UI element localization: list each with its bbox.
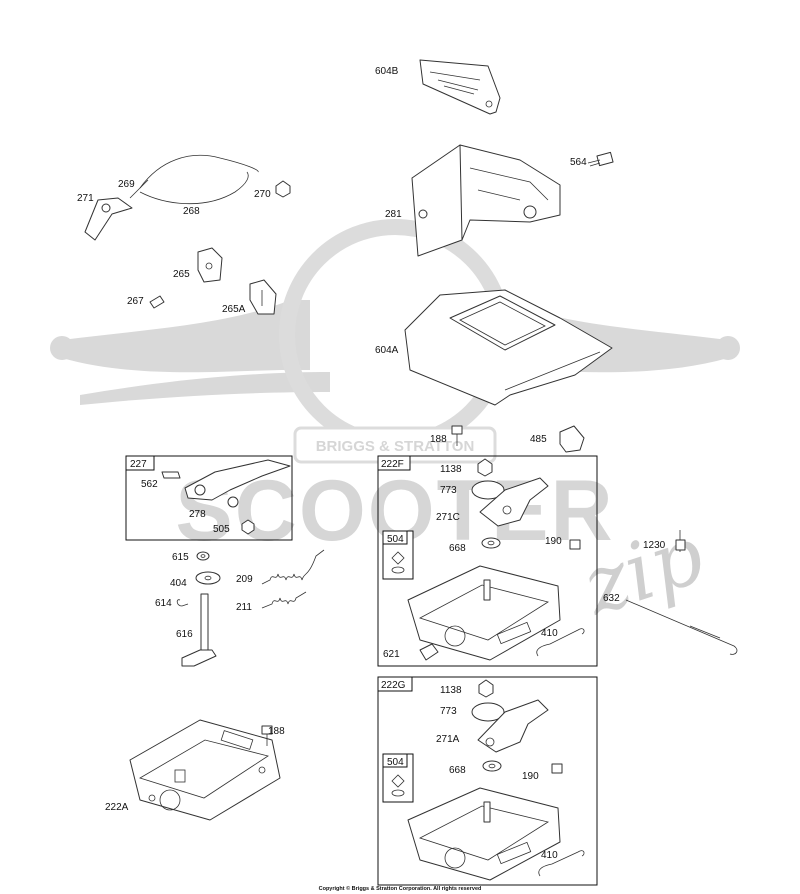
label-614: 614 xyxy=(155,598,172,609)
label-271C: 271C xyxy=(436,512,460,523)
label-485: 485 xyxy=(530,434,547,445)
label-190-G: 190 xyxy=(522,771,539,782)
group-227 xyxy=(125,455,293,541)
label-410-F: 410 xyxy=(541,628,558,639)
part-222A-base xyxy=(129,719,281,821)
label-188-top: 188 xyxy=(430,434,447,445)
label-1138-F: 1138 xyxy=(440,464,462,475)
part-485-bracket xyxy=(559,425,585,453)
label-209: 209 xyxy=(236,574,253,585)
part-267-screw xyxy=(149,295,165,309)
label-222A: 222A xyxy=(105,802,129,813)
box-label-504-G: 504 xyxy=(387,757,404,768)
label-1138-G: 1138 xyxy=(440,685,462,696)
label-267: 267 xyxy=(127,296,144,307)
part-270-nut xyxy=(275,180,291,198)
part-265A-clip xyxy=(249,279,277,315)
label-604A: 604A xyxy=(375,345,399,356)
label-265: 265 xyxy=(173,269,190,280)
label-564: 564 xyxy=(570,157,587,168)
label-281: 281 xyxy=(385,209,402,220)
label-404: 404 xyxy=(170,578,187,589)
label-505: 505 xyxy=(213,524,230,535)
part-188-bolt-lower xyxy=(261,725,273,746)
label-632: 632 xyxy=(603,593,620,604)
part-265-clip xyxy=(197,247,223,283)
part-209-spring xyxy=(261,549,325,585)
part-615-washer xyxy=(196,551,210,561)
label-668-F: 668 xyxy=(449,543,466,554)
watermark-brand: BRIGGS & STRATTON xyxy=(316,438,475,455)
group-222G xyxy=(377,676,598,886)
label-269: 269 xyxy=(118,179,135,190)
part-281-shroud xyxy=(411,144,561,257)
part-614-pin xyxy=(176,599,189,607)
part-271-lever xyxy=(84,197,133,241)
label-773-F: 773 xyxy=(440,485,457,496)
label-190-F: 190 xyxy=(545,536,562,547)
part-268-cable xyxy=(129,154,259,205)
label-615: 615 xyxy=(172,552,189,563)
part-564-screw xyxy=(587,151,614,167)
copyright-text: Copyright © Briggs & Stratton Corporatio… xyxy=(319,885,482,892)
part-604B-plate xyxy=(419,59,501,115)
part-604A-cover xyxy=(404,289,613,406)
part-616-shaft xyxy=(181,593,217,667)
label-604B: 604B xyxy=(375,66,399,77)
label-268: 268 xyxy=(183,206,200,217)
label-616: 616 xyxy=(176,629,193,640)
box-label-222G: 222G xyxy=(381,680,406,691)
group-222F xyxy=(377,455,598,667)
part-404-washer xyxy=(195,571,221,585)
label-278: 278 xyxy=(189,509,206,520)
label-270: 270 xyxy=(254,189,271,200)
label-773-G: 773 xyxy=(440,706,457,717)
label-188-lower: 188 xyxy=(268,726,285,737)
part-632-rod xyxy=(625,599,738,655)
box-label-222F: 222F xyxy=(381,459,404,470)
part-211-spring xyxy=(261,591,307,609)
label-265A: 265A xyxy=(222,304,246,315)
label-271: 271 xyxy=(77,193,94,204)
label-271A: 271A xyxy=(436,734,460,745)
box-label-504-F: 504 xyxy=(387,534,404,545)
label-668-G: 668 xyxy=(449,765,466,776)
box-label-227: 227 xyxy=(130,459,147,470)
label-562: 562 xyxy=(141,479,158,490)
label-211: 211 xyxy=(236,602,252,613)
part-188-bolt xyxy=(451,425,463,446)
part-1230-stud xyxy=(675,530,686,552)
label-410-G: 410 xyxy=(541,850,558,861)
label-1230: 1230 xyxy=(643,540,666,551)
label-621: 621 xyxy=(383,649,400,660)
